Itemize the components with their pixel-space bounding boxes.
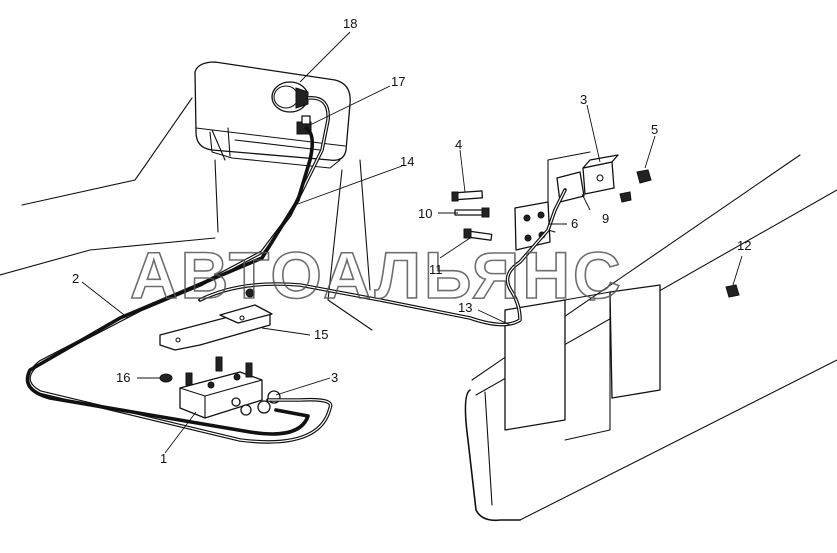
leader-lines (81, 31, 743, 454)
valve-block (179, 356, 281, 419)
callout-18: 18 (343, 16, 357, 31)
callout-1: 1 (160, 451, 167, 466)
callout-2: 2 (72, 271, 79, 286)
callout-12: 12 (737, 238, 751, 253)
nut-16 (159, 373, 173, 383)
callout-4: 4 (455, 137, 462, 152)
callout-6: 6 (571, 216, 578, 231)
callout-10: 10 (418, 206, 432, 221)
hose-lines (25, 96, 567, 444)
callout-5: 5 (651, 122, 658, 137)
callout-11: 11 (429, 262, 443, 277)
callout-16: 16 (116, 370, 130, 385)
callout-15: 15 (314, 327, 328, 342)
callout-14: 14 (400, 154, 414, 169)
bolts (451, 190, 740, 298)
mounting-plate (159, 288, 273, 351)
cab-body-outline (0, 97, 373, 331)
callout-3b: 3 (331, 370, 338, 385)
callout-13: 13 (458, 300, 472, 315)
callout-labels: 1 2 3 3 4 5 6 9 10 11 12 13 14 15 16 17 … (72, 16, 751, 466)
hose-clamp-assembly (556, 154, 652, 203)
frame-rail (464, 151, 837, 522)
callout-17: 17 (391, 74, 405, 89)
filler-cap (271, 81, 309, 113)
watermark: АВТОАЛЬЯНС (130, 238, 624, 312)
callout-9: 9 (602, 211, 609, 226)
callout-3a: 3 (580, 92, 587, 107)
